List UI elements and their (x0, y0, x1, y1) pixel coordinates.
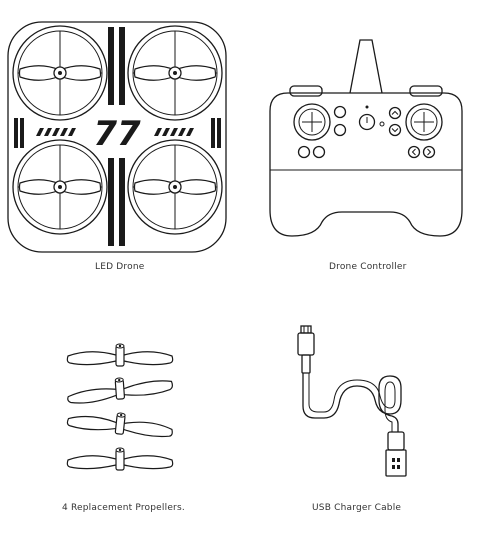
item-usb-charger-cable: USB Charger Cable (240, 300, 482, 538)
usb-cable-icon (297, 325, 407, 477)
caption-led-drone: LED Drone (95, 262, 145, 272)
drone-icon: 77 (7, 21, 227, 253)
caption-usb-charger-cable: USB Charger Cable (312, 503, 402, 513)
item-replacement-propellers: 4 Replacement Propellers. (0, 300, 240, 538)
drone-number: 77 (93, 114, 141, 154)
caption-replacement-propellers: 4 Replacement Propellers. (62, 503, 185, 513)
controller-icon (269, 39, 463, 237)
caption-drone-controller: Drone Controller (329, 262, 407, 272)
item-drone-controller: Drone Controller (240, 0, 482, 280)
propeller-icon (66, 343, 174, 471)
item-led-drone: 77 (0, 0, 240, 280)
